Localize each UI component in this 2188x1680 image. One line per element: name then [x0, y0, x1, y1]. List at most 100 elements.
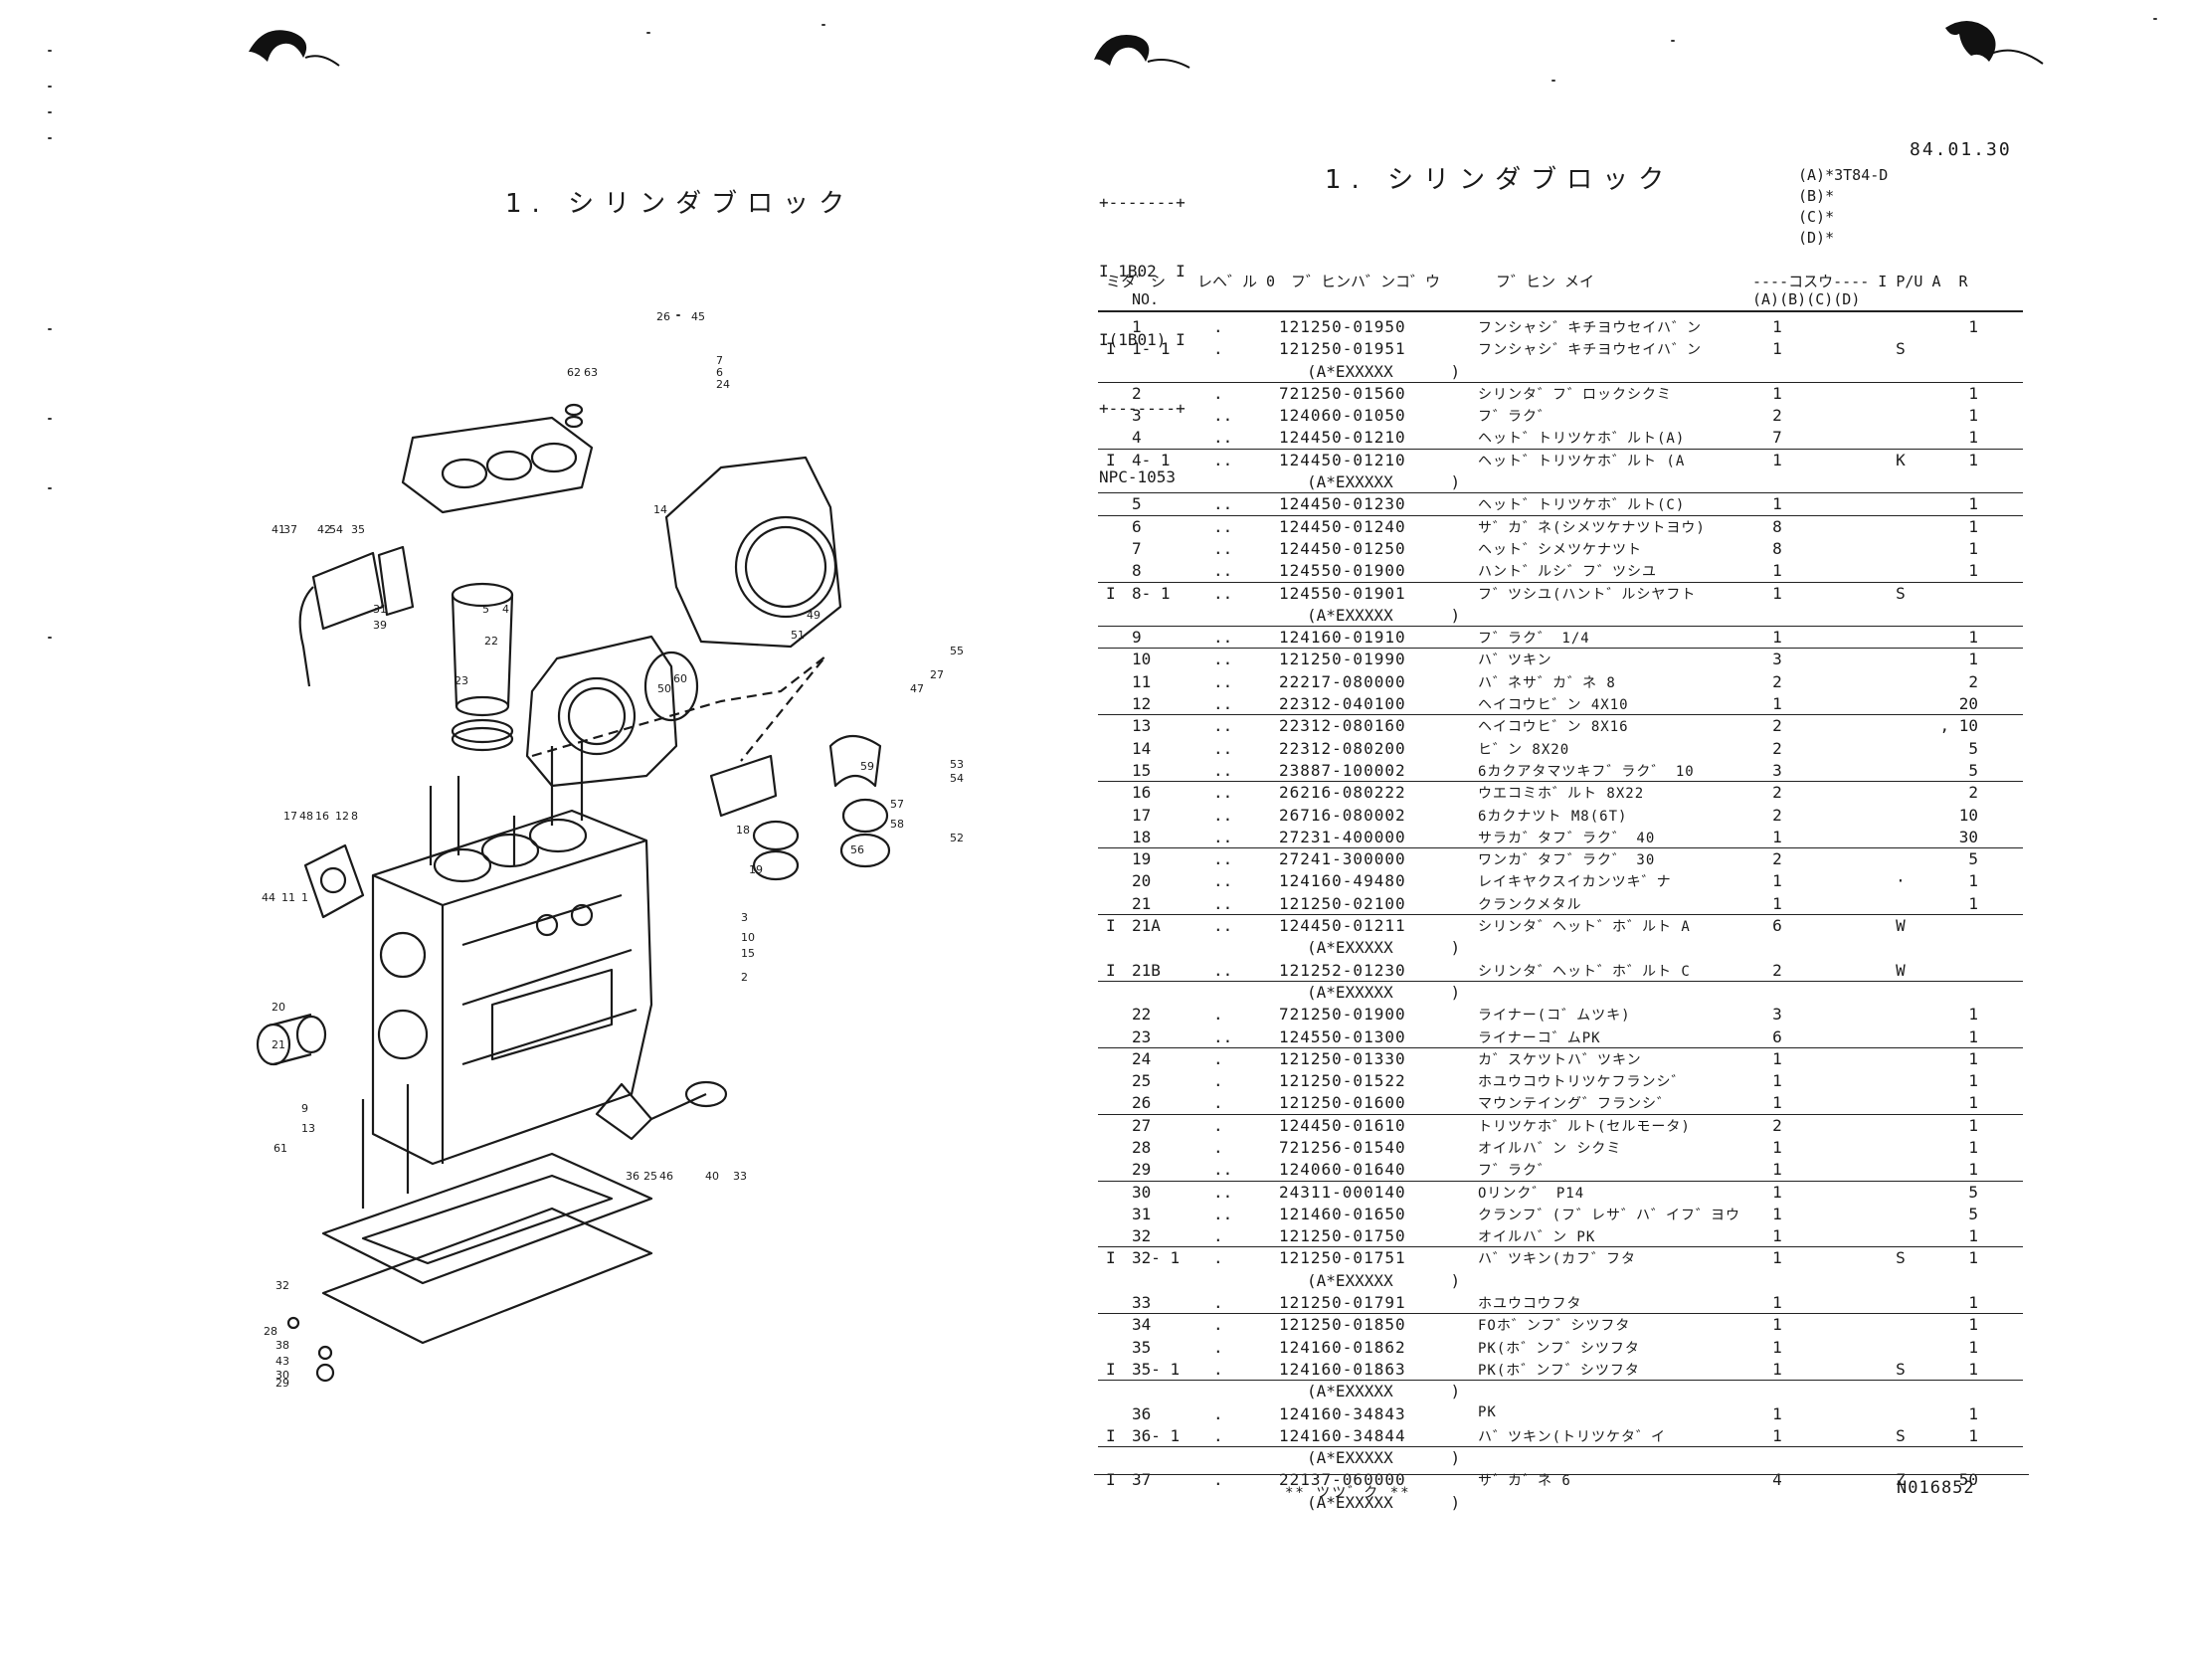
level-dots: .: [1213, 1293, 1223, 1313]
callout-label: 49: [807, 609, 820, 622]
part-number: 124160-49480: [1279, 871, 1406, 891]
ref-number: 8: [1132, 561, 1142, 581]
callout-label: 13: [301, 1122, 315, 1135]
ref-number: 15: [1132, 760, 1152, 780]
level-dots: .: [1213, 1093, 1223, 1113]
table-note-row: (A*EXXXXX ): [1098, 1492, 2023, 1514]
quantity-a: 1: [1772, 1293, 1782, 1313]
scan-speck: [48, 111, 52, 113]
header-quantity-columns: (A)(B)(C)(D): [1752, 290, 1861, 308]
quantity-a: 1: [1772, 1226, 1782, 1246]
ref-number: 17: [1132, 805, 1152, 825]
ref-number: 4- 1: [1132, 450, 1171, 469]
part-name: フンシャシ゛キチヨウセイハ゛ン: [1478, 320, 1702, 336]
interchange-code: S: [1896, 1425, 1906, 1445]
quantity-a: 1: [1772, 1137, 1782, 1157]
pack-unit: 1: [1968, 1160, 1978, 1180]
callout-label: 11: [281, 891, 295, 904]
callout-label: 43: [275, 1355, 289, 1368]
quantity-a: 1: [1772, 317, 1782, 336]
pack-unit: 1: [1968, 1337, 1978, 1357]
quantity-a: 1: [1772, 1093, 1782, 1113]
pack-unit: 1: [1968, 406, 1978, 426]
pack-unit: 1: [1968, 450, 1978, 469]
right-page-title: 1. シリンダブロック: [1325, 165, 1675, 195]
part-number: 27231-400000: [1279, 827, 1406, 846]
quantity-a: 1: [1772, 1337, 1782, 1357]
ref-number: 36- 1: [1132, 1425, 1181, 1445]
callout-label: 2: [741, 971, 748, 984]
part-number: 22217-080000: [1279, 671, 1406, 691]
pack-unit: 1: [1968, 538, 1978, 558]
pack-unit: 1: [1968, 1226, 1978, 1246]
callout-label: 28: [264, 1325, 277, 1338]
quantity-a: 7: [1772, 428, 1782, 448]
scan-speck: [48, 86, 52, 88]
level-dots: ..: [1213, 738, 1233, 758]
scan-speck: [1671, 40, 1675, 42]
pack-unit: 1: [1968, 1315, 1978, 1335]
quantity-a: 1: [1772, 694, 1782, 714]
part-name: PK(ホ゛ンフ゛シツフタ: [1478, 1362, 1640, 1379]
callout-label: 9: [301, 1102, 308, 1115]
scan-hole-mark-right-b: [1945, 21, 2044, 65]
ref-number: 27: [1132, 1115, 1152, 1135]
quantity-a: 1: [1772, 893, 1782, 913]
part-number: 121460-01650: [1279, 1204, 1406, 1223]
part-name: フ゛ラク゛: [1478, 1163, 1552, 1180]
pack-unit: 2: [1968, 783, 1978, 803]
scan-speck: [48, 487, 52, 489]
part-number: 124450-01210: [1279, 450, 1406, 469]
quantity-a: 3: [1772, 1005, 1782, 1025]
scan-speck: [676, 314, 680, 316]
ref-number: 35- 1: [1132, 1359, 1181, 1379]
parts-table-header: ミタ゛シ NO. レヘ゛ル 0 フ゛ヒンハ゛ンコ゛ウ フ゛ヒン メイ ----コ…: [1098, 271, 2023, 314]
continued-mark: ** ツツ゛ク **: [1285, 1485, 1411, 1501]
quantity-a: 1: [1772, 383, 1782, 403]
serial-note: (A*EXXXXX ): [1307, 1448, 1461, 1468]
part-number: 22137-060000: [1279, 1470, 1406, 1490]
level-dots: .: [1213, 1115, 1223, 1135]
ref-number: 33: [1132, 1293, 1152, 1313]
diagram-linework: [256, 403, 891, 1383]
scan-speck: [48, 418, 52, 420]
callout-label: 5: [482, 603, 489, 616]
callout-label: 7: [716, 354, 723, 367]
table-note-row: (A*EXXXXX ): [1098, 982, 2023, 1004]
quantity-a: 2: [1772, 849, 1782, 869]
level-dots: ..: [1213, 871, 1233, 891]
callout-label: 32: [275, 1279, 289, 1292]
pack-unit: 1: [1968, 1005, 1978, 1025]
callout-label: 15: [741, 947, 755, 960]
level-dots: .: [1213, 1005, 1223, 1025]
part-name: マウンテイング゛フランシ゛: [1478, 1096, 1672, 1113]
part-name: サラカ゛タフ゛ラク゛ 40: [1478, 830, 1656, 846]
pack-unit: 5: [1968, 738, 1978, 758]
pack-unit: 20: [1958, 694, 1978, 714]
callout-label: 47: [910, 682, 924, 695]
part-number: 22312-080200: [1279, 738, 1406, 758]
part-number: 124160-34844: [1279, 1425, 1406, 1445]
quantity-a: 2: [1772, 716, 1782, 736]
ref-number: 16: [1132, 783, 1152, 803]
callout-label: 42: [317, 523, 331, 536]
part-name: FOホ゛ンフ゛シツフタ: [1478, 1318, 1631, 1335]
part-number: 124060-01640: [1279, 1160, 1406, 1180]
callout-label: 25: [643, 1170, 657, 1183]
quantity-a: 2: [1772, 1115, 1782, 1135]
level-dots: ..: [1213, 1182, 1233, 1202]
ref-number: 32: [1132, 1226, 1152, 1246]
ref-number: 1- 1: [1132, 339, 1171, 359]
serial-note: (A*EXXXXX ): [1307, 361, 1461, 381]
part-number: 124550-01900: [1279, 561, 1406, 581]
part-number: 121250-01951: [1279, 339, 1406, 359]
